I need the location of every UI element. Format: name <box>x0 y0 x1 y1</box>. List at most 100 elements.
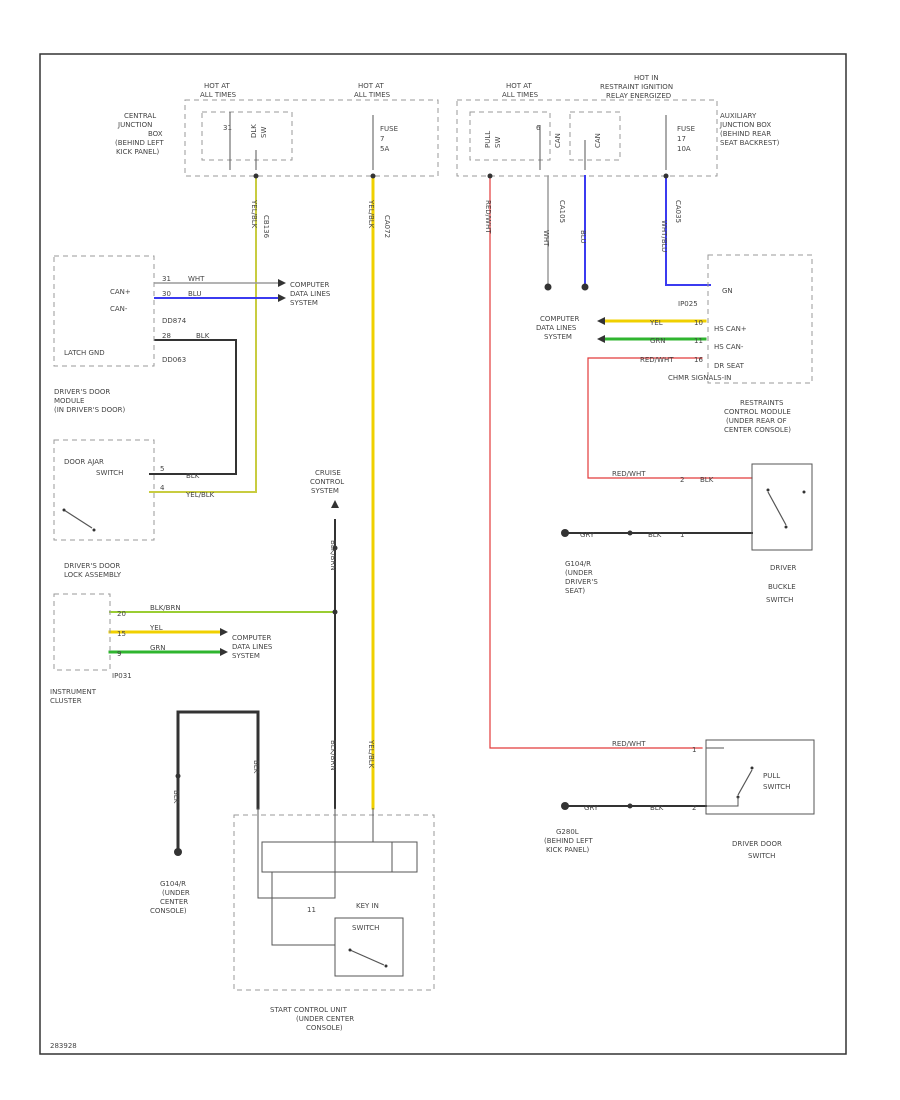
rcm-cdl-1: COMPUTER <box>540 315 579 323</box>
ajar-pin-1: 5 <box>160 465 164 473</box>
hot-label-d3: RELAY ENERGIZED <box>606 92 671 100</box>
central-junction-box <box>184 99 439 177</box>
scu-internal-wire-2 <box>271 872 335 946</box>
ajb-label-2: JUNCTION BOX <box>719 121 771 129</box>
connector-dot <box>627 803 633 809</box>
ajar-label-1: DOOR AJAR <box>64 458 104 466</box>
hot-label-b2: ALL TIMES <box>354 91 391 99</box>
ajar-switch-symbol <box>63 509 93 529</box>
door-pin-2: 2 <box>692 804 696 812</box>
cluster-pin-2: 15 <box>117 630 126 638</box>
buckle-blk-1: BLK <box>700 476 714 484</box>
door-switch-wire <box>706 747 739 807</box>
wire-label-ign-yelblk: YEL/BLK <box>367 739 375 769</box>
ajar-label-2: SWITCH <box>96 469 123 477</box>
connector-dot <box>627 530 633 536</box>
scu-internal-wire <box>257 808 374 899</box>
buckle-gray: GRY <box>580 531 595 539</box>
wire-red-buckle <box>587 357 753 479</box>
switch-contact <box>92 528 96 532</box>
wire-label-g-blk: BLK <box>172 790 180 804</box>
rcm-name-4: CENTER CONSOLE) <box>724 426 791 434</box>
ddm-latch: LATCH GND <box>64 349 105 357</box>
ajb-conn-b: CA035 <box>674 200 682 223</box>
wire-label-white: WHT <box>542 230 550 247</box>
buckle-blk-2: BLK <box>648 531 662 539</box>
cjb-label-3: BOX <box>148 130 163 138</box>
wire-label-red: RED/WHT <box>484 200 492 234</box>
cluster-conn: IP031 <box>112 672 132 680</box>
cjb-pin-c: SW <box>260 127 268 138</box>
rcm-chime: DR SEAT <box>714 362 745 370</box>
rcm-name-3: (UNDER REAR OF <box>726 417 787 425</box>
ajb-label-4: SEAT BACKREST) <box>720 139 780 147</box>
ajb-internal-wires <box>539 125 586 170</box>
cdl1-label-3: SYSTEM <box>290 299 318 307</box>
ddm-pin-1: 31 <box>162 275 171 283</box>
door-blk: BLK <box>650 804 664 812</box>
start-control-unit <box>233 814 435 991</box>
g-label-3: CENTER <box>160 898 188 906</box>
ddm-wire-1: WHT <box>188 275 205 283</box>
wire-label-ign-blkbrn: BLK/BRN <box>329 740 337 771</box>
diagram-border <box>39 53 847 1055</box>
cdl1-label-2: DATA LINES <box>290 290 331 298</box>
rcm-name-2: CONTROL MODULE <box>724 408 791 416</box>
cruise-label-2: CONTROL <box>310 478 344 486</box>
buckle-red-label: RED/WHT <box>612 470 646 478</box>
ajar-wire-2: YEL/BLK <box>185 491 215 499</box>
g-label-4: CONSOLE) <box>150 907 187 915</box>
scu-name-1: START CONTROL UNIT <box>270 1006 348 1014</box>
ajb-relay-box-2 <box>569 111 621 161</box>
hot-label-a2: ALL TIMES <box>200 91 237 99</box>
door-pin-1: 1 <box>692 746 696 754</box>
ddm-name-2: MODULE <box>54 397 84 405</box>
cjb-fuse-num: 7 <box>380 135 384 143</box>
wire-label-blue: BLU <box>579 230 587 243</box>
hot-label-c2: ALL TIMES <box>502 91 539 99</box>
switch-contact <box>384 964 388 968</box>
restraints-control-module <box>707 254 813 384</box>
cjb-pin-b: DLK <box>250 124 258 138</box>
switch-contact <box>750 766 754 770</box>
g-label-2: (UNDER <box>162 889 190 897</box>
ddm-can-l: CAN- <box>110 305 128 313</box>
arrow-icon <box>220 648 228 656</box>
door-name-2: SWITCH <box>748 852 775 860</box>
switch-contact <box>348 948 352 952</box>
cdl1-label-1: COMPUTER <box>290 281 329 289</box>
key-in-switch <box>334 917 404 977</box>
auxiliary-junction-box <box>456 99 718 177</box>
arrow-left-icon <box>597 317 605 325</box>
buckle-name-2: BUCKLE <box>768 583 796 591</box>
ajar-pin-2: 4 <box>160 484 165 492</box>
ddm-pin-3: 28 <box>162 332 171 340</box>
hot-label-b: HOT AT <box>358 82 385 90</box>
cjb-conn-b: CA072 <box>383 215 391 238</box>
ddm-can-h: CAN+ <box>110 288 131 296</box>
splice-dot <box>332 545 338 551</box>
hot-label-a: HOT AT <box>204 82 231 90</box>
ajb-pin-e: CAN <box>594 133 602 148</box>
ground-dot <box>561 529 569 537</box>
switch-contact <box>784 525 788 529</box>
wire-blk-latch <box>149 339 237 475</box>
connector-dot <box>487 173 493 179</box>
ajb-label-1: AUXILIARY <box>720 112 757 120</box>
ddm-name-1: DRIVER'S DOOR <box>54 388 110 396</box>
cjb-fuse-amp: 5A <box>380 145 389 153</box>
cjb-pin-a: 31 <box>223 124 232 132</box>
diagram-code: 283928 <box>50 1042 77 1050</box>
cluster-name-1: INSTRUMENT <box>50 688 97 696</box>
cjb-conn-a: CB136 <box>262 215 270 239</box>
ddm-pin-2: 30 <box>162 290 171 298</box>
hot-label-d2: RESTRAINT IGNITION <box>600 83 673 91</box>
connector-dot <box>253 173 259 179</box>
door-ajar-switch <box>53 439 155 541</box>
buckle-name-3: SWITCH <box>766 596 793 604</box>
instrument-cluster <box>53 593 111 671</box>
lock-name-1: DRIVER'S DOOR <box>64 562 120 570</box>
scu-name-3: CONSOLE) <box>306 1024 343 1032</box>
cruise-label-1: CRUISE <box>315 469 341 477</box>
rcm-wire-3: RED/WHT <box>640 356 674 364</box>
